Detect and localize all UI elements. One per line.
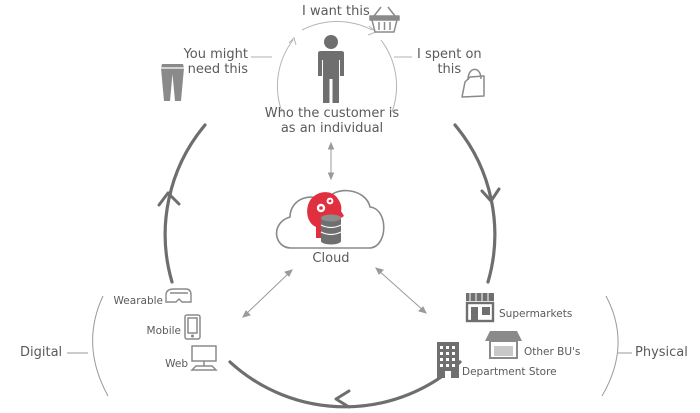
basket-icon	[369, 6, 400, 33]
shop-awning-icon	[485, 331, 522, 359]
mobile-phone-icon	[184, 314, 201, 340]
double-arrow-cloud-digital	[244, 271, 291, 316]
storefront-icon	[465, 293, 495, 323]
customer-orbit-right	[380, 39, 398, 113]
customer-orbit-top	[301, 21, 373, 31]
ring-arc-right	[453, 123, 497, 284]
ring-arrow-bottom	[334, 389, 351, 409]
digital-item-wearable-label: Wearable	[113, 295, 163, 307]
digital-item-mobile-label: Mobile	[146, 325, 181, 337]
shopping-bag-icon	[461, 68, 485, 98]
desktop-computer-icon	[190, 345, 218, 371]
arrowhead	[327, 141, 335, 150]
digital-group-label: Digital	[20, 345, 63, 360]
digital-bracket	[92, 295, 109, 397]
cloud-label: Cloud	[312, 251, 350, 266]
ring-arrow-left	[157, 191, 181, 207]
building-icon	[437, 342, 459, 378]
orbit-arrow-left	[288, 37, 297, 46]
ring-arc-left	[163, 123, 207, 284]
label-who-customer-is: Who the customer is as an individual	[264, 106, 400, 136]
physical-group-label: Physical	[635, 345, 688, 360]
label-i-spent-on-this: I spent on this	[417, 47, 482, 77]
label-i-want-this: I want this	[302, 4, 370, 19]
vr-headset-icon	[165, 288, 192, 303]
arrowhead	[418, 306, 427, 314]
physical-item-other-bus-label: Other BU's	[524, 346, 581, 358]
physical-bracket	[601, 295, 619, 397]
ring-arrow-right	[480, 187, 501, 203]
double-arrow-cloud-physical	[377, 269, 425, 312]
arrowhead	[375, 267, 384, 275]
customer-orbit-left	[276, 39, 294, 113]
arrowhead	[284, 269, 293, 277]
physical-item-supermarkets-label: Supermarkets	[499, 308, 573, 320]
label-you-might-need-this: You might need this	[183, 47, 248, 77]
arrowhead	[327, 172, 335, 181]
database-icon	[320, 214, 342, 245]
person-icon	[318, 35, 344, 103]
physical-item-department-store-label: Department Store	[462, 366, 557, 378]
trousers-icon	[161, 64, 184, 101]
ring-arc-bottom	[228, 360, 462, 409]
arrowhead	[242, 310, 251, 318]
digital-item-web-label: Web	[165, 358, 188, 370]
